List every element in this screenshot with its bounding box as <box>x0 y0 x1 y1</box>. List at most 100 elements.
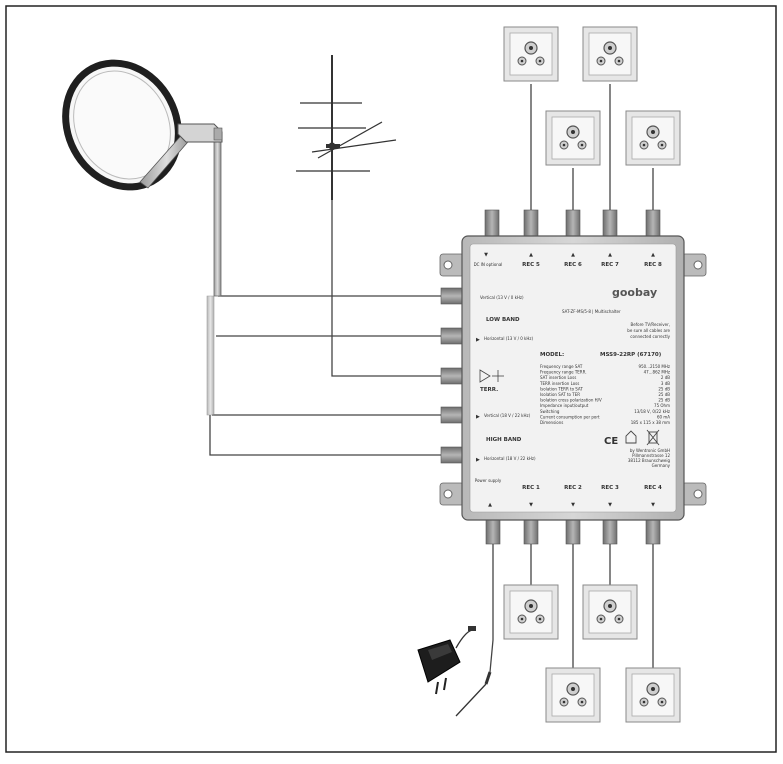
connector-rec6[interactable] <box>565 209 581 237</box>
spec-key: Isolation cross polarization H/V <box>540 398 602 403</box>
warning-line: Before TV/Receiver, <box>631 322 670 327</box>
warning-line: connected correctly <box>630 334 670 339</box>
input-label-h-low: Horizontal (13 V / 0 kHz) <box>484 336 533 341</box>
outlet-rec8[interactable] <box>625 110 681 166</box>
spec-key: Isolation TERR to SAT <box>540 386 583 391</box>
spec-value: 185 x 115 x 38 mm <box>631 420 670 425</box>
model-value: MSS9-22RP (67170) <box>600 352 662 358</box>
multiswitch: ▼ DC IN optional ▲ REC 5 ▲ REC 6 ▲ REC 7 ▲ REC … <box>439 235 707 521</box>
spec-value: 47...862 MHz <box>644 370 670 375</box>
spec-key: SAT insertion Loss <box>540 375 576 380</box>
outlet-rec1[interactable] <box>503 584 559 640</box>
outlet-rec4[interactable] <box>625 667 681 723</box>
high-band-label: HIGH BAND <box>486 437 522 443</box>
bottom-port-label: REC 3 <box>601 485 619 491</box>
svg-text:▶: ▶ <box>476 337 480 343</box>
bottom-power-label: Power supply <box>475 478 502 483</box>
top-connectors <box>484 209 661 237</box>
input-label-h-high: Horizontal (18 V / 22 kHz) <box>484 456 536 461</box>
weee-bin-icon <box>646 429 660 446</box>
spec-key: Frequency range TERR. <box>540 370 587 375</box>
spec-key: Frequency range SAT <box>540 364 583 369</box>
spec-value: 2 dB <box>661 375 670 380</box>
spec-value: 950...2150 MHz <box>639 364 670 369</box>
address-line: by Wentronic GmbH <box>630 448 670 453</box>
connector-rec3[interactable] <box>602 517 618 545</box>
spec-key: Isolation SAT to TER <box>540 392 580 397</box>
outlet-rec6[interactable] <box>545 110 601 166</box>
bottom-port-arrow: ▼ <box>651 502 655 508</box>
top-power-label: DC IN optional <box>474 262 503 267</box>
top-port-arrow: ▲ <box>571 252 575 258</box>
house-icon <box>625 430 637 444</box>
svg-text:▲: ▲ <box>488 502 492 508</box>
connector-rec8[interactable] <box>645 209 661 237</box>
svg-text:▶: ▶ <box>476 414 480 420</box>
power-adapter <box>417 626 492 717</box>
address-line: 38112 Braunschweig <box>628 458 671 463</box>
low-band-label: LOW BAND <box>486 317 520 323</box>
spec-key: TERR insertion Loss <box>539 381 579 386</box>
outlet-rec3[interactable] <box>582 584 638 640</box>
terr-symbol-icon <box>479 369 504 383</box>
spec-key: Dimensions <box>540 420 563 425</box>
diagram-frame <box>5 5 777 753</box>
spec-value: 60 mA <box>657 414 670 419</box>
svg-text:▼: ▼ <box>484 252 488 258</box>
connector-rec5[interactable] <box>523 209 539 237</box>
bottom-connectors <box>485 517 661 545</box>
outlet-rec2[interactable] <box>545 667 601 723</box>
bottom-port-label: REC 4 <box>644 485 662 491</box>
receiver-outlets <box>503 26 681 723</box>
cable-power <box>489 542 494 673</box>
spec-value: 25 dB <box>658 398 670 403</box>
cables <box>209 84 654 673</box>
connector-power-bottom[interactable] <box>485 517 501 545</box>
spec-value: 75 Ohm <box>654 403 670 408</box>
svg-text:▶: ▶ <box>476 457 480 463</box>
address-line: Pillmannstrasse 12 <box>632 453 670 458</box>
input-connectors <box>440 287 466 464</box>
connector-dc-top[interactable] <box>484 209 500 237</box>
bottom-port-arrow: ▼ <box>529 502 533 508</box>
spec-key: Switching <box>540 409 560 414</box>
top-port-label: REC 6 <box>564 262 582 268</box>
input-label-v-high: Vertical (18 V / 22 kHz) <box>484 413 531 418</box>
terrestrial-antenna <box>296 55 397 200</box>
brand-logo: goobay <box>612 286 657 299</box>
spec-key: Current consumption per port <box>540 414 600 419</box>
cable-terr <box>331 195 443 377</box>
model-label: MODEL: <box>540 352 564 358</box>
outlet-rec7[interactable] <box>582 26 638 82</box>
bottom-port-arrow: ▼ <box>608 502 612 508</box>
bottom-port-label: REC 1 <box>522 485 540 491</box>
model-line: SAT-ZF-MS/5-8 | Multischalter <box>562 309 621 314</box>
bottom-port-arrow: ▼ <box>571 502 575 508</box>
connector-rec2[interactable] <box>565 517 581 545</box>
address-line: Germany <box>652 463 671 468</box>
bottom-port-label: REC 2 <box>564 485 582 491</box>
spec-value: 13/18 V, 0/22 kHz <box>634 409 670 414</box>
top-port-arrow: ▲ <box>529 252 533 258</box>
cable-lnb-4 <box>209 415 443 456</box>
top-port-label: REC 7 <box>601 262 619 268</box>
satellite-dish <box>62 59 223 416</box>
outlet-rec5[interactable] <box>503 26 559 82</box>
connector-rec4[interactable] <box>645 517 661 545</box>
spec-key: Impedance input/output <box>540 403 589 408</box>
connector-rec7[interactable] <box>602 209 618 237</box>
spec-value: 25 dB <box>658 386 670 391</box>
connector-rec1[interactable] <box>523 517 539 545</box>
top-port-arrow: ▲ <box>608 252 612 258</box>
top-port-label: REC 8 <box>644 262 662 268</box>
warning-line: be sure all cables are <box>627 328 670 333</box>
terr-label: TERR. <box>480 387 498 393</box>
spec-value: 25 dB <box>658 392 670 397</box>
top-port-label: REC 5 <box>522 262 540 268</box>
top-port-arrow: ▲ <box>651 252 655 258</box>
input-label-v-low: Vertical (13 V / 0 kHz) <box>480 295 524 300</box>
ce-mark: CE <box>604 436 618 447</box>
spec-value: 3 dB <box>661 381 670 386</box>
